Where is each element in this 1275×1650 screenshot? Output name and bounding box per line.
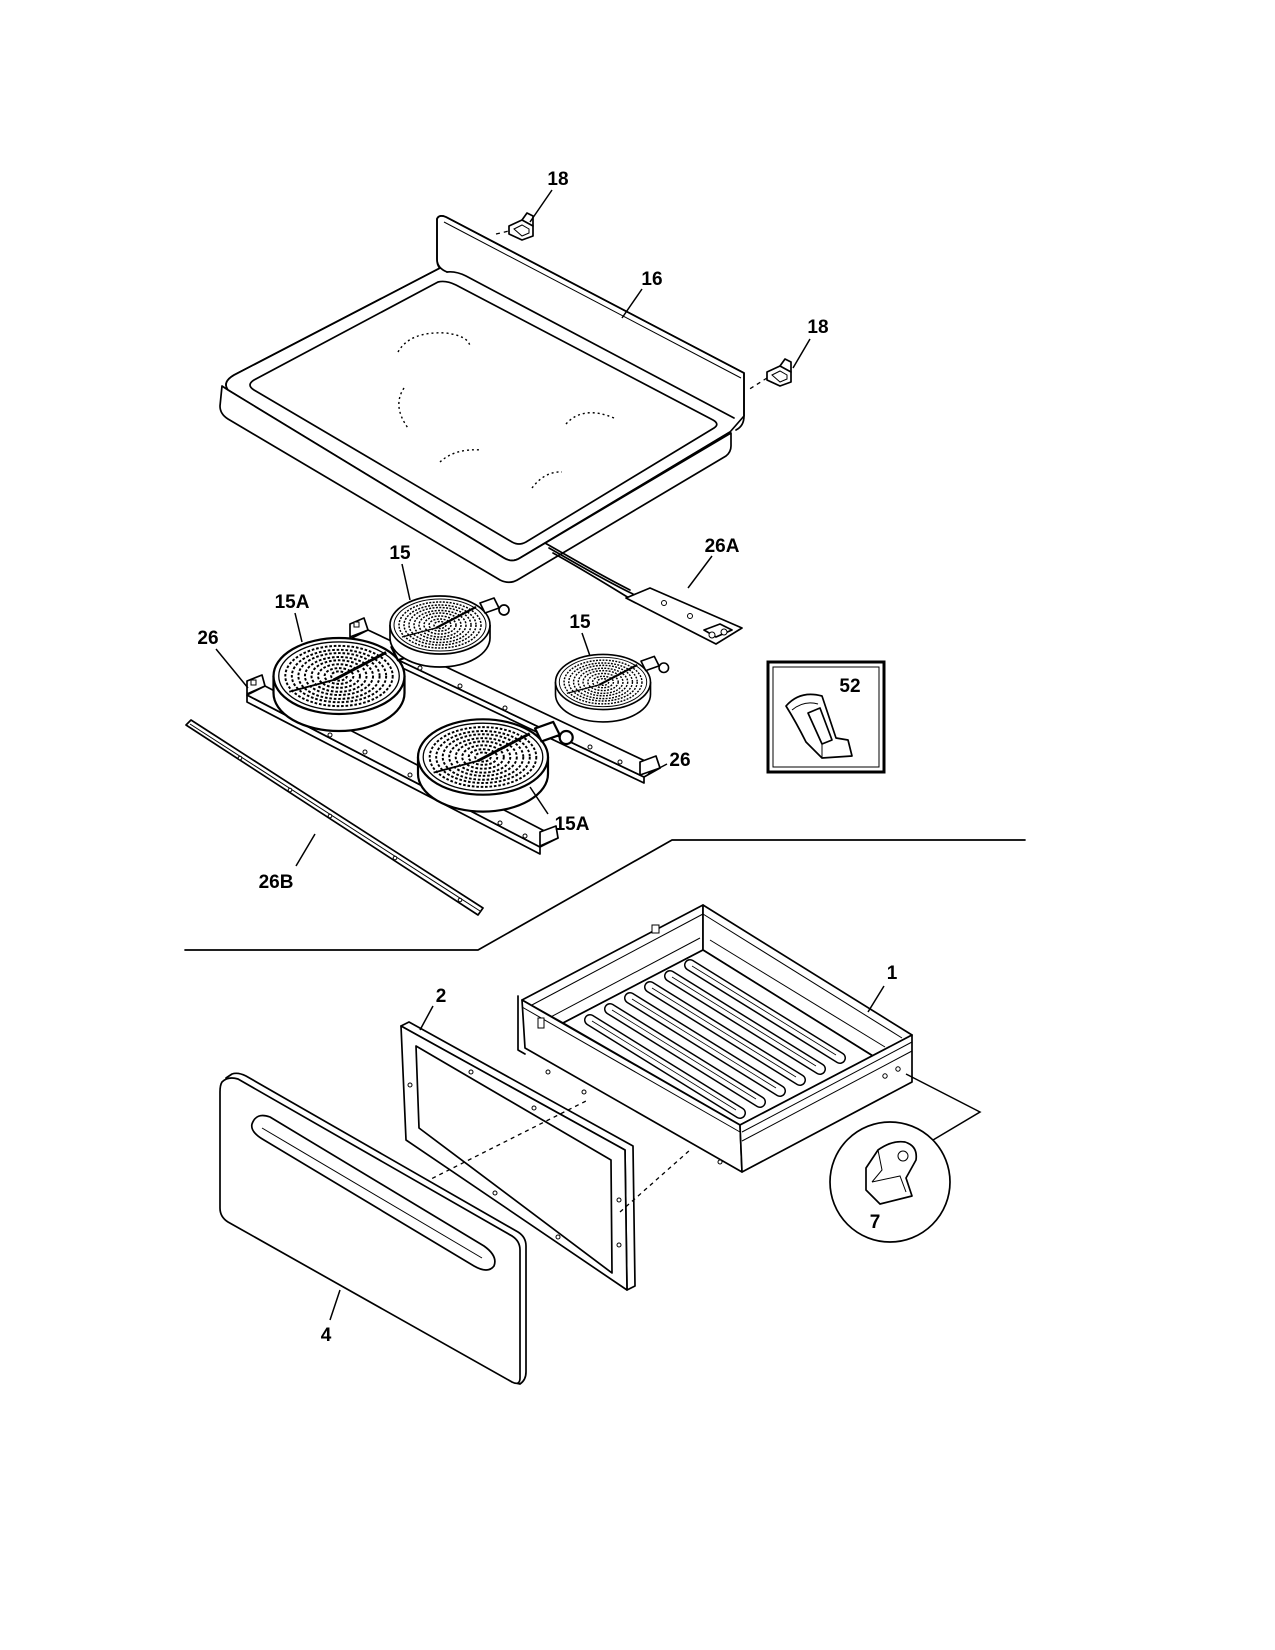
leader-lines [215, 189, 885, 1321]
callout-16: 16 [641, 269, 662, 290]
callout-26-right: 26 [669, 750, 690, 771]
callout-labels: 18 16 18 15 26A 15A 26 15 52 26 15A 26B … [197, 169, 897, 1346]
surface-element-large-front [416, 717, 575, 814]
drawer-front-part [219, 1072, 527, 1385]
drawer-floor-ribs [584, 959, 846, 1119]
clip-part-top [495, 212, 534, 241]
callout-1: 1 [887, 963, 898, 984]
callout-7: 7 [870, 1212, 881, 1233]
callout-2: 2 [436, 986, 447, 1007]
trim-strip-part [185, 719, 484, 916]
section-divider [184, 839, 1026, 951]
callout-26-left: 26 [197, 628, 218, 649]
callout-4: 4 [321, 1325, 332, 1346]
surface-element-small-right [554, 653, 670, 723]
callout-18-right: 18 [807, 317, 828, 338]
clip-part-right [747, 358, 792, 391]
assembly-lines [424, 1099, 691, 1213]
part-52-box [766, 660, 886, 774]
surface-element-small-back [388, 594, 511, 669]
callout-52: 52 [839, 676, 860, 697]
drawer-body-part [517, 904, 913, 1173]
callout-26b: 26B [259, 872, 294, 893]
callout-26a: 26A [705, 536, 740, 557]
callout-18-top: 18 [547, 169, 568, 190]
drawer-liner-part [400, 1021, 636, 1291]
callout-15a-front: 15A [555, 814, 590, 835]
callout-15-back: 15 [389, 543, 411, 564]
cooktop-part [219, 215, 745, 584]
wire-harness-part [544, 542, 743, 645]
callout-15a-left: 15A [275, 592, 310, 613]
clip-detail-circle [829, 1073, 982, 1243]
callout-15-right: 15 [569, 612, 591, 633]
